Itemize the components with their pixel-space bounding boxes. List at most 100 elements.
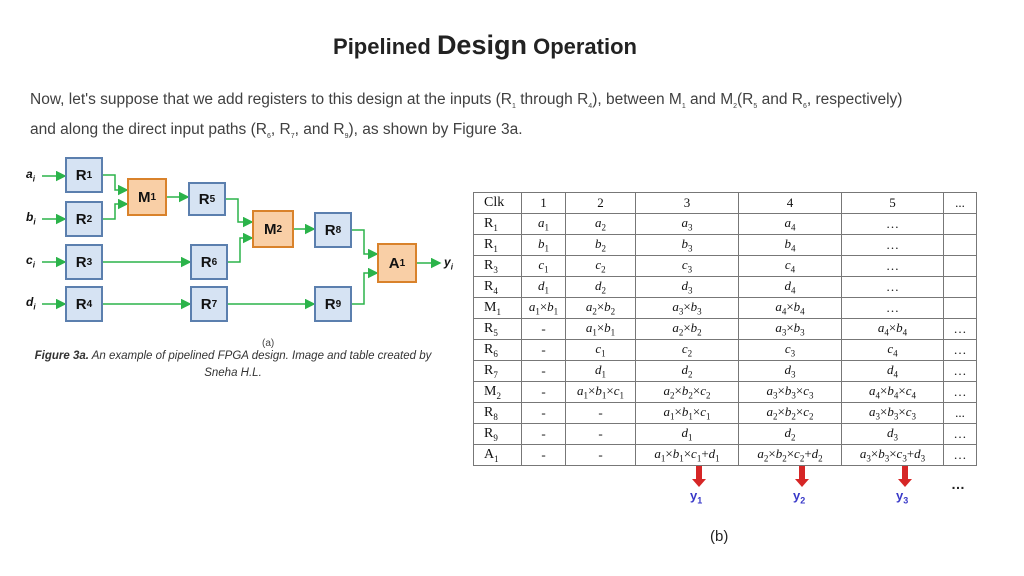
input-label-a: ai xyxy=(26,167,35,184)
figure-caption: Figure 3a. An example of pipelined FPGA … xyxy=(34,350,432,379)
table-cell: d1 xyxy=(635,423,739,445)
table-cell: … xyxy=(841,234,944,256)
table-cell: … xyxy=(943,318,977,340)
table-cell: d4 xyxy=(738,276,842,298)
table-cell: d3 xyxy=(635,276,739,298)
table-cell: d2 xyxy=(565,276,636,298)
table-cell: b1 xyxy=(521,234,566,256)
table-cell: a1×b1 xyxy=(565,318,636,340)
table-cell: a2×b2 xyxy=(565,297,636,319)
table-cell: … xyxy=(841,297,944,319)
table-cell: … xyxy=(943,360,977,382)
input-label-b: bi xyxy=(26,210,36,227)
row-label: R5 xyxy=(473,318,522,340)
wire-r9-a1 xyxy=(352,267,379,305)
table-cell xyxy=(943,255,977,277)
row-label: A1 xyxy=(473,444,522,466)
output-label: y2 xyxy=(793,488,806,506)
table-cell: a3×b3×c3 xyxy=(841,402,944,424)
table-cell: a1×b1×c1 xyxy=(635,402,739,424)
more-outputs: … xyxy=(951,476,965,492)
table-cell: … xyxy=(841,276,944,298)
table-cell: d1 xyxy=(521,276,566,298)
table-cell: a2×b2×c2 xyxy=(635,381,739,403)
table-cell: d3 xyxy=(841,423,944,445)
output-label-y: yi xyxy=(444,255,453,272)
table-cell: c2 xyxy=(635,339,739,361)
table-cell xyxy=(943,213,977,235)
table-cell: - xyxy=(521,381,566,403)
row-label: R1 xyxy=(473,234,522,256)
table-cell: b2 xyxy=(565,234,636,256)
table-cell: … xyxy=(841,255,944,277)
row-label: M2 xyxy=(473,381,522,403)
figure-b-label: (b) xyxy=(710,528,729,545)
table-cell: c4 xyxy=(738,255,842,277)
table-cell: a1 xyxy=(521,213,566,235)
table-cell: b3 xyxy=(635,234,739,256)
table-cell: a2×b2×c2+d2 xyxy=(738,444,842,466)
wire-r1-m1 xyxy=(103,174,129,196)
table-cell xyxy=(943,276,977,298)
table-cell: a2×b2×c2 xyxy=(738,402,842,424)
table-cell xyxy=(943,234,977,256)
table-cell: - xyxy=(565,423,636,445)
figure-a-label: (a) xyxy=(262,338,275,349)
page-title: Pipelined Design Operation xyxy=(333,30,637,60)
table-cell: - xyxy=(521,318,566,340)
table-cell: b4 xyxy=(738,234,842,256)
output-label: y3 xyxy=(896,488,909,506)
table-cell: c3 xyxy=(635,255,739,277)
table-cell: - xyxy=(565,402,636,424)
header-cell: 4 xyxy=(738,192,842,214)
table-cell: a2 xyxy=(565,213,636,235)
row-label: R3 xyxy=(473,255,522,277)
table-cell: d2 xyxy=(635,360,739,382)
table-cell: c2 xyxy=(565,255,636,277)
table-cell: … xyxy=(943,339,977,361)
row-label: R7 xyxy=(473,360,522,382)
table-cell: a3×b3 xyxy=(635,297,739,319)
row-label: R6 xyxy=(473,339,522,361)
wire-r2-m1 xyxy=(103,198,129,220)
table-cell: c1 xyxy=(521,255,566,277)
table-cell: … xyxy=(943,444,977,466)
row-label: R8 xyxy=(473,402,522,424)
table-cell: - xyxy=(521,402,566,424)
table-cell: ... xyxy=(943,402,977,424)
table-cell: a1×b1 xyxy=(521,297,566,319)
row-label: R9 xyxy=(473,423,522,445)
table-cell xyxy=(943,297,977,319)
table-cell: d3 xyxy=(738,360,842,382)
table-cell: a4 xyxy=(738,213,842,235)
table-cell: … xyxy=(943,423,977,445)
table-cell: a4×b4 xyxy=(841,318,944,340)
header-cell: 5 xyxy=(841,192,944,214)
table-cell: a3×b3×c3 xyxy=(738,381,842,403)
table-cell: c1 xyxy=(565,339,636,361)
table-cell: a3 xyxy=(635,213,739,235)
table-cell: a3×b3 xyxy=(738,318,842,340)
